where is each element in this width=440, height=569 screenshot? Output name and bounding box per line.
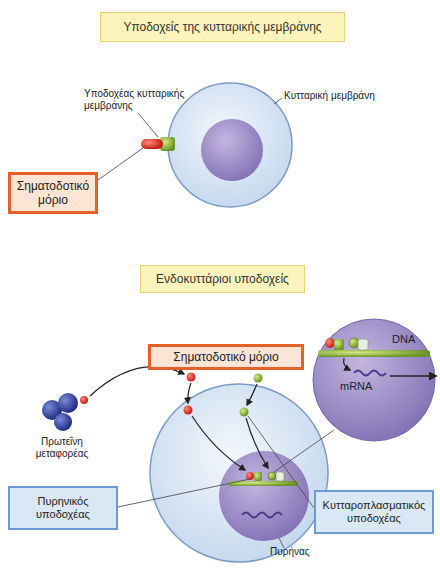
signal-molecule	[184, 406, 193, 415]
cell-nucleus	[219, 451, 309, 541]
part-label: Πυρήνας	[270, 546, 340, 558]
signal-molecule-box: Σηματοδοτικό μόριο	[8, 172, 98, 214]
transport-arrow	[192, 416, 245, 470]
transport-arrow	[246, 418, 268, 468]
box-label: Κυτταροπλασματικός υποδοχέας	[320, 499, 428, 525]
leader-line	[138, 113, 158, 137]
cell-body	[168, 83, 292, 207]
leader-line	[98, 148, 143, 180]
signal-molecule	[246, 472, 254, 480]
zoom-callout-line	[274, 430, 334, 472]
section-heading: Υποδοχείς της κυτταρικής μεμβράνης	[123, 20, 321, 34]
output-arrow	[390, 375, 436, 377]
signal-molecule-box: Σηματοδοτικό μόριο	[148, 344, 304, 370]
signal-molecule	[240, 408, 249, 417]
signal-molecule	[268, 472, 276, 480]
cell-nucleus	[201, 119, 263, 181]
signal-molecule	[187, 373, 196, 382]
nucleus-zoom-circle: DNA mRNA	[312, 318, 436, 442]
carrier-protein	[58, 393, 78, 413]
leader-line	[274, 98, 282, 104]
molecule-label: mRNA	[340, 380, 372, 393]
leader-line	[118, 479, 250, 507]
box-label: Σηματοδοτικό μόριο	[15, 179, 91, 208]
receptor-box: Πυρηνικός υποδοχέας	[8, 486, 118, 530]
transcription-arrow	[344, 358, 350, 370]
transport-arrow	[188, 383, 191, 403]
molecule-label: DNA	[392, 333, 415, 346]
transport-arrow	[247, 384, 257, 405]
nuclear-receptor	[254, 472, 262, 481]
mrna-strand	[242, 513, 282, 518]
section-heading: Ενδοκυττάριοι υποδοχείς	[156, 272, 289, 286]
dna-strand	[318, 350, 430, 357]
part-label: Κυτταρική μεμβράνη	[284, 90, 404, 102]
signal-molecule	[80, 396, 88, 404]
signal-molecule	[349, 338, 359, 348]
carrier-protein	[54, 413, 72, 431]
part-label: Πρωτεΐνη μεταφορέας	[14, 436, 110, 460]
box-label: Σηματοδοτικό μόριο	[173, 350, 278, 364]
mrna-strand	[354, 371, 386, 376]
part-label: Υποδοχέας κυτταρικής μεμβράνης	[84, 88, 202, 112]
section-heading-band: Υποδοχείς της κυτταρικής μεμβράνης	[100, 12, 345, 42]
cytoplasmic-receptor	[276, 472, 284, 481]
leader-line	[248, 416, 314, 508]
cell-body	[150, 384, 328, 562]
box-label: Πυρηνικός υποδοχέας	[14, 495, 112, 521]
cytoplasmic-receptor	[358, 339, 368, 350]
nuclear-receptor	[334, 339, 344, 350]
signal-molecule	[325, 338, 335, 348]
nucleus-zoom-outline	[312, 318, 436, 442]
signal-molecule	[254, 374, 263, 383]
receptor-box: Κυτταροπλασματικός υποδοχέας	[314, 490, 434, 534]
transport-arrow	[90, 367, 184, 396]
signal-molecule	[141, 139, 163, 149]
section-heading-band: Ενδοκυττάριοι υποδοχείς	[140, 265, 305, 293]
nucleus-zoom-fill	[313, 319, 435, 441]
